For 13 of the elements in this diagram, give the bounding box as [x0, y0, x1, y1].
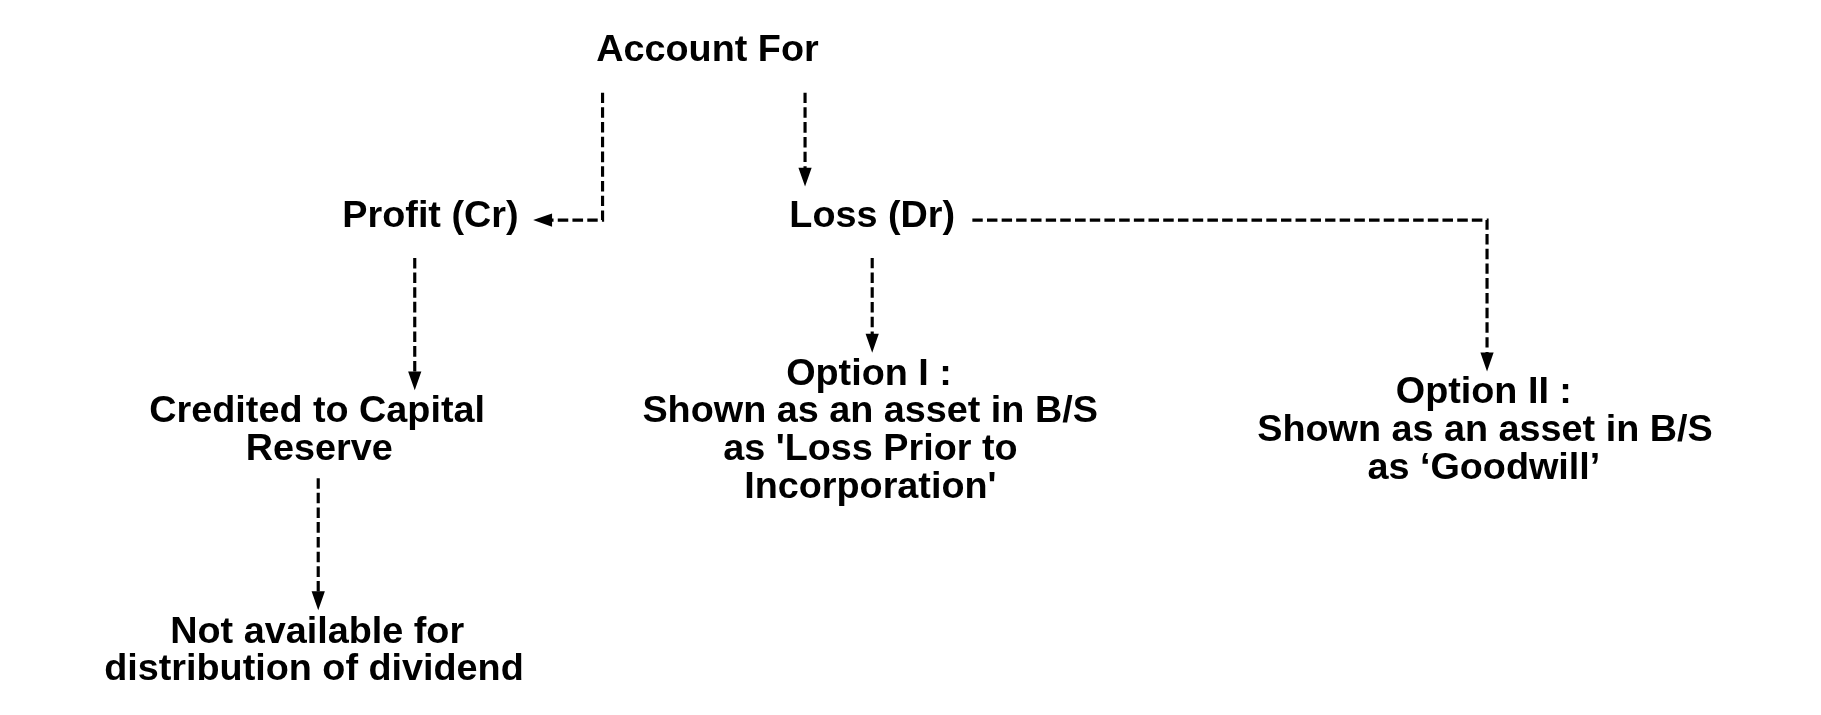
arrow — [798, 92, 812, 187]
node-text: Credited to Capital Reserve — [149, 388, 486, 469]
arrow — [865, 257, 879, 353]
node-text: Profit (Cr) — [342, 193, 519, 236]
node-text: Option I : Shown as an asset in B/S as 'Loss Prior to Incorporation' — [642, 350, 1098, 506]
node-text: Account For — [596, 27, 819, 70]
arrow — [972, 218, 1494, 372]
arrow — [408, 257, 422, 391]
arrow — [311, 478, 325, 611]
arrow — [533, 92, 605, 227]
node-text: Loss (Dr) — [789, 193, 956, 236]
node-text: Option II : Shown as an asset in B/S as ‘Goodwill’ — [1257, 369, 1713, 487]
node-text: Not available for distribution of dividend — [104, 608, 524, 689]
